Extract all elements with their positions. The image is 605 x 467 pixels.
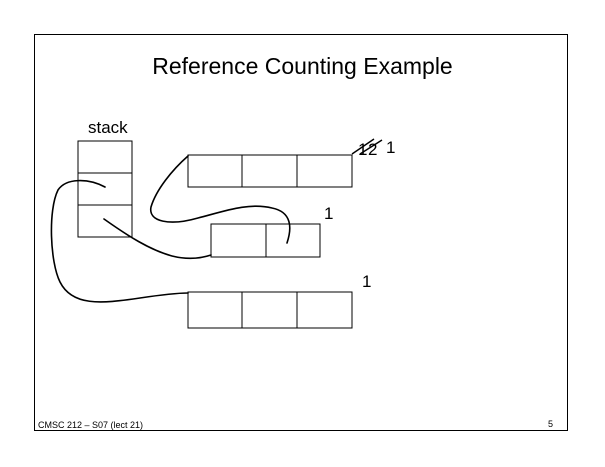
- old-refcount-1: 1: [358, 140, 367, 159]
- bottom-object-refcount: 1: [362, 272, 372, 291]
- struck-refcounts: 1 2: [351, 138, 383, 159]
- object-cell: [241, 154, 298, 188]
- pointer-stack-to-bottom: [50, 179, 189, 303]
- object-cell: [296, 154, 353, 188]
- object-cell: [265, 223, 321, 258]
- slide-title: Reference Counting Example: [152, 53, 453, 79]
- object-cell: [187, 291, 243, 329]
- slide-frame: [34, 34, 568, 431]
- pointer-stack-to-middle: [103, 218, 212, 260]
- strike-mark: [359, 139, 383, 155]
- slide-footer: CMSC 212 – S07 (lect 21): [38, 420, 144, 430]
- stack: [77, 140, 133, 238]
- pointer-middle-to-top: [150, 155, 291, 244]
- object-cell: [187, 154, 243, 188]
- object-cell: [296, 291, 353, 329]
- bottom-object: [187, 291, 353, 329]
- stack-cell: [77, 172, 133, 206]
- middle-object: [210, 223, 321, 258]
- top-object: [187, 154, 353, 188]
- strike-mark: [351, 138, 375, 155]
- top-object-refcount: 1: [386, 138, 396, 157]
- page-number: 5: [548, 419, 554, 429]
- middle-object-refcount: 1: [324, 204, 334, 223]
- stack-cell: [77, 140, 133, 174]
- stack-label: stack: [88, 118, 128, 137]
- old-refcount-2: 2: [368, 140, 377, 159]
- stack-cell: [77, 204, 133, 238]
- object-cell: [241, 291, 298, 329]
- object-cell: [210, 223, 267, 258]
